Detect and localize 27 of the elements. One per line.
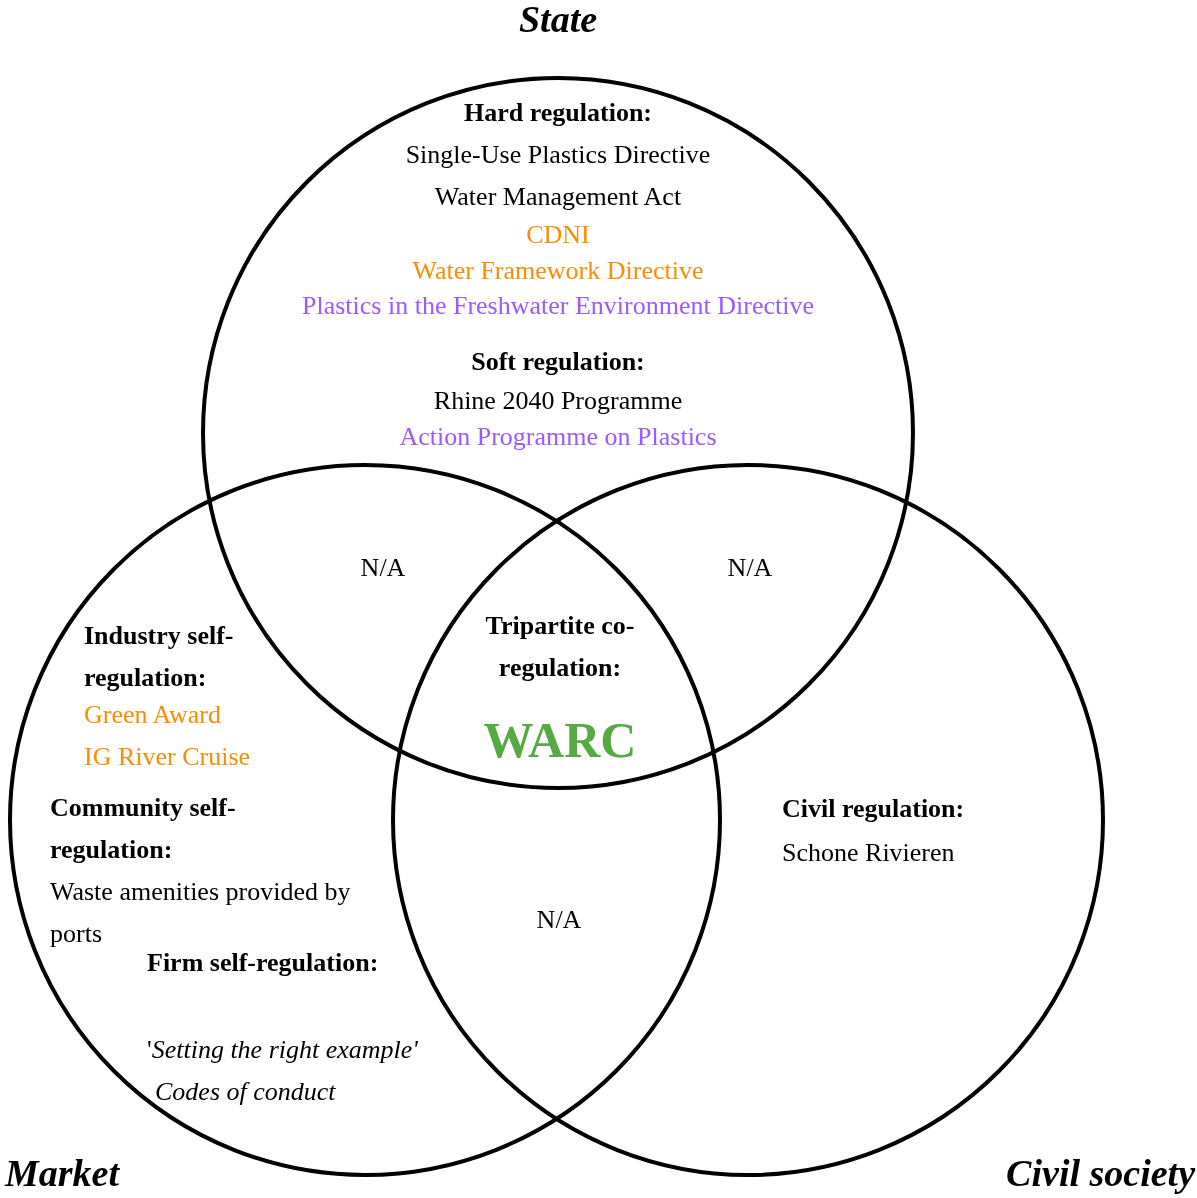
- regulation-item: IG River Cruise: [84, 742, 251, 772]
- region-text: N/A: [536, 905, 582, 935]
- section-heading: Firm self-regulation:: [147, 948, 379, 978]
- regulation-item: Schone Rivieren: [782, 838, 955, 868]
- regulation-item: 'Setting the right example': [147, 1035, 418, 1065]
- section-heading: Community self-regulation:: [50, 792, 237, 866]
- regulation-item: Water Framework Directive: [412, 256, 704, 286]
- section-heading: Soft regulation:: [471, 347, 645, 377]
- regulation-item: Green Award: [84, 700, 221, 730]
- section-heading: Hard regulation:: [464, 98, 652, 128]
- circle-title: Market: [5, 1151, 119, 1196]
- regulation-item: Waste amenities provided by ports: [50, 876, 352, 950]
- regulation-item: Action Programme on Plastics: [399, 422, 717, 452]
- region-text: N/A: [727, 553, 773, 583]
- circle-title: State: [518, 0, 598, 42]
- section-heading: Civil regulation:: [782, 794, 965, 824]
- regulation-item: Rhine 2040 Programme: [433, 386, 683, 416]
- regulation-item: Codes of conduct: [155, 1077, 336, 1107]
- circle-title: Civil society: [1006, 1151, 1195, 1196]
- regulation-item: WARC: [483, 712, 637, 768]
- region-text: N/A: [360, 553, 406, 583]
- regulation-item: Water Management Act: [434, 182, 682, 212]
- section-heading: Tripartite co-regulation:: [484, 610, 636, 684]
- regulation-item: Single-Use Plastics Directive: [405, 140, 711, 170]
- section-heading: Industry self-regulation:: [84, 620, 235, 694]
- regulation-item: Plastics in the Freshwater Environment Directive: [302, 291, 814, 321]
- regulation-item: CDNI: [526, 220, 590, 250]
